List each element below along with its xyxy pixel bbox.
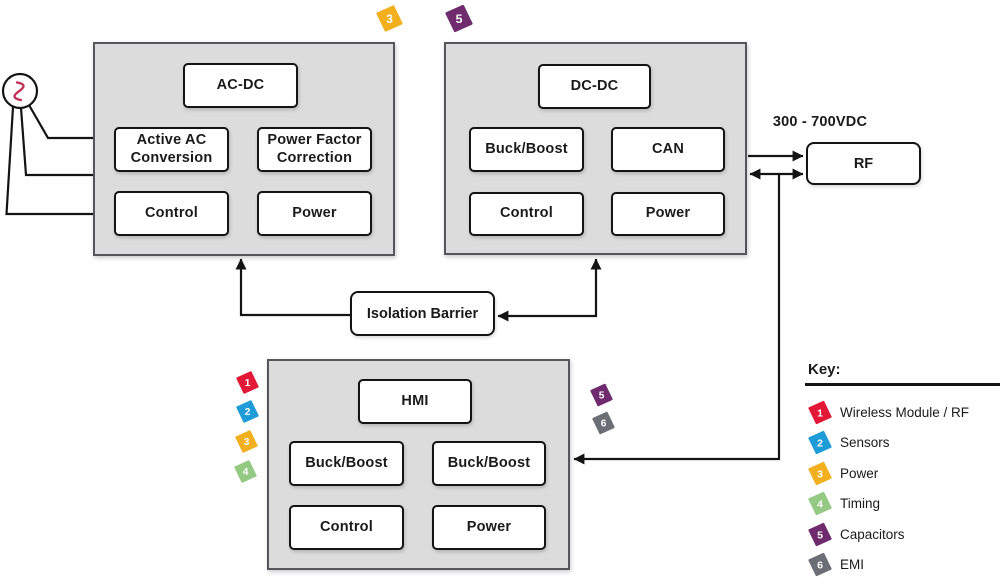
- key-label: Capacitors: [840, 527, 905, 542]
- block-power-factor-correction: Power Factor Correction: [257, 127, 372, 172]
- block-ac-dc-title: AC-DC: [183, 63, 298, 108]
- block-dcdc-can: CAN: [611, 127, 725, 172]
- key-label: Timing: [840, 496, 881, 511]
- key-label: Sensors: [840, 435, 890, 450]
- key-title: Key:: [808, 361, 841, 378]
- badge-timing-icon: 4: [234, 460, 257, 483]
- ac-phase-line-1: [28, 104, 94, 140]
- key-label: Wireless Module / RF: [840, 405, 970, 420]
- block-active-ac-conversion: Active AC Conversion: [114, 127, 229, 172]
- ac-phase-line-2: [19, 107, 94, 177]
- key-item-wireless: 1 Wireless Module / RF: [808, 398, 969, 427]
- badge-emi-icon: 6: [592, 411, 615, 435]
- svg-text:1: 1: [245, 378, 251, 389]
- group-hmi: HMI Buck/Boost Buck/Boost Control Power: [267, 359, 570, 570]
- key-label: EMI: [840, 557, 865, 572]
- arrow-dcdc-isolation: [497, 258, 602, 322]
- ac-phase-line-3: [5, 106, 94, 216]
- svg-text:3: 3: [244, 437, 250, 448]
- badge-wireless-icon: 1: [808, 400, 832, 425]
- badge-power-icon: 3: [235, 430, 258, 453]
- block-hmi-control: Control: [289, 505, 404, 550]
- block-dcdc-control: Control: [469, 192, 584, 236]
- group-dc-dc: DC-DC Buck/Boost CAN Control Power: [444, 42, 747, 255]
- badge-capacitors-icon: 5: [808, 522, 832, 547]
- badge-timing-icon: 4: [808, 491, 832, 516]
- ac-sine-source-icon: [1, 72, 39, 110]
- svg-text:6: 6: [817, 559, 823, 571]
- key-label: Power: [840, 466, 879, 481]
- block-hmi-buck-boost-right: Buck/Boost: [432, 441, 546, 486]
- badge-sensors-icon: 2: [808, 430, 832, 455]
- badge-capacitors-icon: 5: [445, 4, 473, 33]
- block-dcdc-power: Power: [611, 192, 725, 236]
- svg-text:1: 1: [817, 407, 823, 419]
- block-acdc-power: Power: [257, 191, 372, 236]
- block-dc-dc-title: DC-DC: [538, 64, 651, 109]
- block-hmi-title: HMI: [358, 379, 472, 424]
- svg-text:5: 5: [817, 529, 823, 541]
- badge-capacitors-icon: 5: [590, 383, 613, 407]
- svg-text:3: 3: [386, 12, 393, 26]
- key-item-capacitors: 5 Capacitors: [808, 520, 905, 549]
- badge-emi-icon: 6: [808, 552, 832, 577]
- block-hmi-power: Power: [432, 505, 546, 550]
- block-isolation-barrier: Isolation Barrier: [350, 291, 495, 336]
- key-item-timing: 4 Timing: [808, 489, 880, 518]
- voltage-range-label: 300 - 700VDC: [772, 114, 868, 130]
- badge-power-icon: 3: [808, 461, 832, 486]
- svg-text:5: 5: [599, 391, 605, 402]
- key-item-emi: 6 EMI: [808, 550, 864, 579]
- badge-power-icon: 3: [376, 5, 403, 32]
- svg-text:3: 3: [817, 468, 823, 480]
- badge-sensors-icon: 2: [236, 400, 259, 423]
- block-hmi-buck-boost-left: Buck/Boost: [289, 441, 404, 486]
- block-dcdc-buck-boost: Buck/Boost: [469, 127, 584, 172]
- badge-wireless-icon: 1: [236, 371, 259, 394]
- svg-text:6: 6: [601, 419, 607, 430]
- arrow-isolation-to-acdc: [235, 258, 350, 317]
- svg-text:2: 2: [245, 407, 251, 418]
- svg-text:4: 4: [817, 498, 823, 510]
- key-divider: [805, 383, 1000, 386]
- group-ac-dc: AC-DC Active AC Conversion Power Factor …: [93, 42, 395, 256]
- key-item-power: 3 Power: [808, 459, 878, 488]
- block-acdc-control: Control: [114, 191, 229, 236]
- svg-text:2: 2: [817, 437, 823, 449]
- svg-text:5: 5: [456, 12, 463, 26]
- block-rf: RF: [806, 142, 921, 185]
- svg-text:4: 4: [243, 467, 249, 478]
- arrow-bus-to-hmi: [573, 175, 781, 465]
- key-item-sensors: 2 Sensors: [808, 428, 890, 457]
